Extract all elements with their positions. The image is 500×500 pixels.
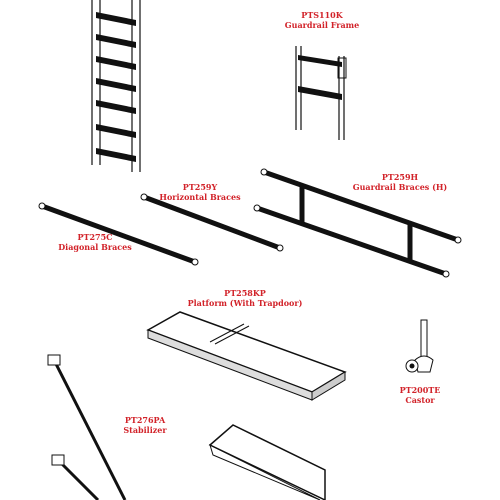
platform-label: PT258KP Platform (With Trapdoor) (185, 288, 305, 308)
part-code: PT200TE (399, 385, 441, 395)
diagonal-braces (38, 202, 199, 266)
part-name: Platform (With Trapdoor) (187, 298, 303, 308)
part-code: PTS110K (301, 10, 343, 20)
guardrail-braces-h-label: PT259H Guardrail Braces (H) (335, 172, 465, 192)
part-code: PT258KP (224, 288, 266, 298)
stabilizer (47, 354, 127, 500)
guardrail-frame-label: PTS110K Guardrail Frame (272, 10, 372, 30)
part-code: PT259Y (182, 182, 218, 192)
castor (405, 319, 434, 373)
horizontal-braces (140, 193, 284, 252)
guardrail-frame (295, 46, 347, 140)
toe-board-trough (208, 424, 326, 500)
platform (146, 311, 347, 401)
part-name: Castor (405, 395, 435, 405)
part-code: PT259H (381, 172, 419, 182)
part-code: PT275C (77, 232, 113, 242)
part-name: Diagonal Braces (58, 242, 132, 252)
horizontal-braces-label: PT259Y Horizontal Braces (155, 182, 245, 202)
part-code: PT276PA (124, 415, 166, 425)
diagonal-braces-label: PT275C Diagonal Braces (50, 232, 140, 252)
ladder-frame (91, 0, 141, 172)
part-name: Horizontal Braces (159, 192, 241, 202)
part-name: Guardrail Frame (284, 20, 360, 30)
part-name: Guardrail Braces (H) (352, 182, 448, 192)
guardrail-braces-h (253, 168, 462, 278)
part-name: Stabilizer (123, 425, 167, 435)
castor-label: PT200TE Castor (395, 385, 445, 405)
stabilizer-label: PT276PA Stabilizer (110, 415, 180, 435)
